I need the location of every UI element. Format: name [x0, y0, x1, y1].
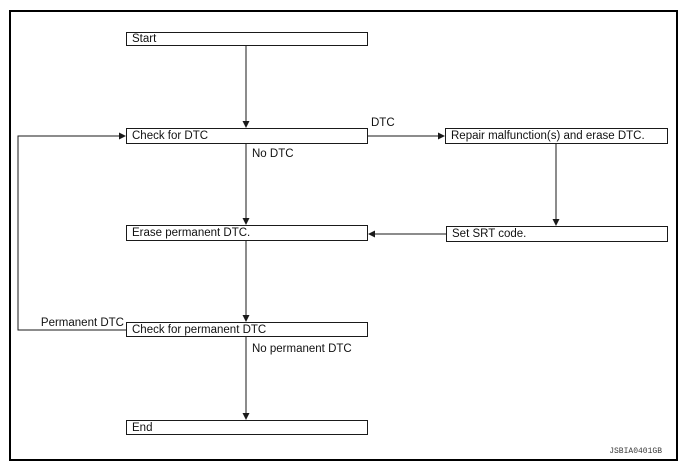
figure-code: JSBIA0401GB [609, 447, 662, 456]
flow-node-check-for-dtc: Check for DTC [126, 128, 368, 144]
edge-label-dtc: DTC [371, 117, 395, 129]
diagram-frame [9, 10, 678, 461]
arrowheads [119, 121, 560, 420]
flow-node-repair-and-erase-dtc: Repair malfunction(s) and erase DTC. [445, 128, 668, 144]
edge-label-permanent-dtc: Permanent DTC [40, 317, 124, 329]
flow-node-set-srt-code: Set SRT code. [446, 226, 668, 242]
flow-node-erase-permanent-dtc: Erase permanent DTC. [126, 225, 368, 241]
flow-node-check-for-permanent-dtc: Check for permanent DTC [126, 322, 368, 337]
edge-label-no-dtc: No DTC [252, 148, 294, 160]
flow-node-end: End [126, 420, 368, 435]
edge-permanent-feedback [17, 135, 126, 331]
flow-node-start: Start [126, 32, 368, 46]
edge-label-no-permanent-dtc: No permanent DTC [252, 343, 352, 355]
